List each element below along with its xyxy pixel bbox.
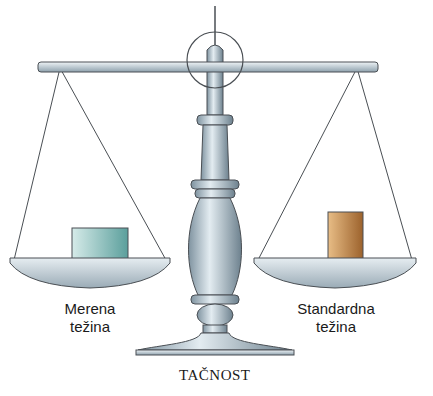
- needle: [214, 6, 216, 50]
- standard-weight: [328, 212, 363, 260]
- pillar-neck: [207, 45, 223, 115]
- measured-weight: [72, 228, 128, 260]
- beam: [38, 62, 378, 72]
- pan-label: Standardna težina: [286, 300, 386, 336]
- pan-label: Merena težina: [50, 300, 130, 336]
- caption: TAČNOST: [179, 366, 250, 384]
- pan-string: [357, 68, 412, 260]
- pillar-neck: [203, 325, 227, 333]
- pillar-ring: [195, 189, 235, 198]
- pillar-vase: [189, 198, 242, 295]
- pan: [254, 258, 416, 288]
- pan-string: [60, 68, 166, 260]
- pillar-shaft: [201, 125, 229, 180]
- pillar-base: [136, 350, 294, 355]
- pan: [10, 258, 170, 288]
- pillar-knob: [197, 304, 233, 326]
- pillar-collar: [197, 115, 233, 125]
- pivot-circle: [187, 32, 243, 88]
- pan-string: [14, 68, 60, 260]
- pillar-foot: [138, 333, 292, 350]
- pillar-ring: [191, 295, 239, 304]
- pillar-ring: [191, 180, 239, 189]
